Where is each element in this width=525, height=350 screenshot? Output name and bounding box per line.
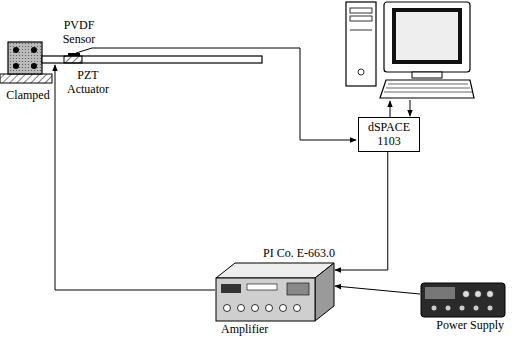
computer <box>384 84 472 92</box>
amplifier-device-part <box>221 284 241 293</box>
actuator-wire <box>55 65 215 290</box>
power-supply-device-part <box>425 287 455 299</box>
power-supply-device-part <box>432 306 437 311</box>
box-label: dSPACE 1103 <box>365 120 413 149</box>
power-supply-device-part <box>475 291 482 298</box>
signal-wire <box>335 286 420 294</box>
sensor-label: PVDF Sensor <box>54 18 104 47</box>
computer <box>396 12 458 60</box>
computer <box>350 8 372 13</box>
power-supply-device-part <box>487 291 494 298</box>
power-supply-device: Power Supply <box>420 282 506 318</box>
actuator-label: PZT Actuator <box>60 68 116 97</box>
power-supply-device-part <box>463 291 470 298</box>
device-label: Amplifier <box>221 322 268 336</box>
clamp-fixture <box>0 74 52 83</box>
cantilever-beam <box>42 56 262 63</box>
computer-link <box>390 101 391 117</box>
clamp-fixture <box>13 47 19 53</box>
computer <box>412 72 442 78</box>
pzt-actuator-patch <box>64 56 82 63</box>
power-supply-device-part <box>488 306 493 311</box>
computer <box>350 30 372 31</box>
power-supply-device-part <box>421 283 505 317</box>
amplifier-device-part <box>315 263 334 321</box>
pzt-actuator-patch <box>64 56 82 63</box>
power-supply-device-drawing <box>420 282 506 318</box>
power-supply-device-part <box>474 306 479 311</box>
amplifier-device-part <box>252 305 259 312</box>
computer <box>350 16 372 21</box>
computer <box>346 2 376 86</box>
amplifier-device-part <box>266 305 273 312</box>
amplifier-device-part <box>294 305 301 312</box>
clamp-label: Clamped <box>3 88 53 102</box>
amplifier-device-part <box>280 305 287 312</box>
signal-wire <box>335 152 388 270</box>
clamp-fixture <box>13 63 19 69</box>
computer <box>380 80 474 98</box>
sensor-wire <box>76 48 356 140</box>
computer-link <box>410 100 411 116</box>
amplifier-device-part <box>224 305 231 312</box>
amplifier-device: PI Co. E-663.0Amplifier <box>215 262 335 322</box>
clamp-fixture <box>8 42 42 74</box>
cantilever-beam <box>42 56 262 63</box>
amplifier-device-drawing <box>215 262 335 322</box>
computer <box>392 8 462 64</box>
sensor-wire <box>76 48 356 140</box>
actuator-wire <box>55 65 215 290</box>
computer <box>358 69 364 75</box>
computer-link <box>390 100 410 117</box>
amplifier-device-part <box>238 305 245 312</box>
amplifier-device-part <box>287 283 309 295</box>
computer <box>346 2 474 98</box>
amplifier-device-part <box>216 263 334 278</box>
clamp-fixture <box>31 63 37 69</box>
model-label: PI Co. E-663.0 <box>263 246 335 260</box>
controller-box: dSPACE 1103 <box>358 117 420 152</box>
power-supply-device-part <box>446 306 451 311</box>
power-supply-device-part <box>460 306 465 311</box>
amplifier-device-part <box>216 278 315 321</box>
device-label: Power Supply <box>436 318 504 332</box>
amplifier-device-part <box>247 284 277 290</box>
computer <box>384 2 470 72</box>
clamp-fixture <box>31 47 37 53</box>
